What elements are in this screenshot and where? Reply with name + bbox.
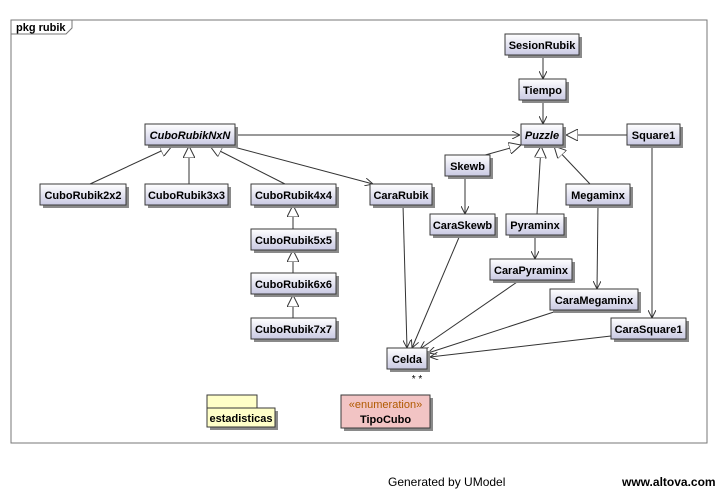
package-frame: pkg rubik: [10, 19, 708, 444]
class-pyraminx[interactable]: Pyraminx: [505, 213, 567, 238]
package-tab-label: pkg rubik: [16, 22, 66, 34]
class-cara-pyraminx-label: CaraPyraminx: [494, 265, 569, 277]
class-cubo-rubik-4x4[interactable]: CuboRubik4x4: [250, 183, 339, 208]
class-cubo-rubik-3x3[interactable]: CuboRubik3x3: [144, 183, 231, 208]
package-estadisticas-label: estadisticas: [210, 413, 273, 425]
edge-caramegaminx-celda: [428, 309, 561, 353]
gen-pyraminx-puzzle: [537, 146, 541, 215]
class-square1[interactable]: Square1: [626, 123, 683, 148]
class-cubo-rubik-2x2-label: CuboRubik2x2: [44, 190, 121, 202]
edge-cararubik-celda: [402, 204, 407, 348]
class-megaminx[interactable]: Megaminx: [565, 183, 633, 208]
edge-megaminx-caramegaminx: [597, 204, 598, 289]
class-tiempo-label: Tiempo: [523, 85, 562, 97]
class-cubo-rubik-6x6[interactable]: CuboRubik6x6: [250, 272, 339, 297]
edge-carasquare1-celda: [430, 335, 612, 357]
class-cara-rubik[interactable]: CaraRubik: [369, 183, 435, 208]
class-cara-pyraminx[interactable]: CaraPyraminx: [489, 258, 575, 283]
class-sesion-rubik-label: SesionRubik: [509, 40, 577, 52]
class-cara-square1[interactable]: CaraSquare1: [610, 317, 689, 342]
class-square1-label: Square1: [632, 130, 675, 142]
gen-megaminx-puzzle: [554, 146, 591, 185]
footer-generated: Generated by UModel: [388, 475, 506, 489]
class-cara-rubik-label: CaraRubik: [373, 190, 429, 202]
edge-caraskewb-celda: [412, 234, 461, 348]
class-cubo-rubik-5x5-label: CuboRubik5x5: [255, 235, 332, 247]
enum-name: TipoCubo: [360, 414, 411, 426]
class-cubo-rubik-6x6-label: CuboRubik6x6: [255, 279, 332, 291]
class-skewb-label: Skewb: [450, 161, 485, 173]
class-cubo-rubik-2x2[interactable]: CuboRubik2x2: [39, 183, 129, 208]
multiplicity-label: * *: [412, 374, 423, 385]
footer-site[interactable]: www.altova.com: [622, 475, 716, 489]
class-puzzle-label: Puzzle: [525, 130, 559, 142]
gen-2x2-nxn: [89, 146, 172, 185]
class-cara-skewb-label: CaraSkewb: [433, 220, 493, 232]
class-tiempo[interactable]: Tiempo: [518, 78, 569, 103]
class-skewb[interactable]: Skewb: [444, 154, 493, 179]
edges: [89, 57, 652, 357]
class-cubo-rubik-7x7-label: CuboRubik7x7: [255, 324, 332, 336]
class-cara-megaminx[interactable]: CaraMegaminx: [549, 288, 641, 313]
class-puzzle[interactable]: Puzzle: [520, 123, 566, 148]
enum-stereotype: «enumeration»: [349, 399, 422, 411]
class-cara-megaminx-label: CaraMegaminx: [555, 295, 634, 307]
class-cubo-rubik-4x4-label: CuboRubik4x4: [255, 190, 333, 202]
class-cara-skewb[interactable]: CaraSkewb: [429, 213, 498, 238]
class-pyraminx-label: Pyraminx: [510, 220, 560, 232]
edge-nxn-cararubik: [229, 145, 373, 184]
class-cubo-rubik-3x3-label: CuboRubik3x3: [148, 190, 225, 202]
class-cubo-rubik-7x7[interactable]: CuboRubik7x7: [250, 317, 339, 342]
class-celda-label: Celda: [392, 354, 423, 366]
class-sesion-rubik[interactable]: SesionRubik: [504, 33, 582, 58]
edge-carapyraminx-celda: [420, 279, 521, 349]
class-cubo-rubik-nxn-label: CuboRubikNxN: [150, 130, 232, 142]
class-cubo-rubik-5x5[interactable]: CuboRubik5x5: [250, 228, 339, 253]
enum-tipo-cubo[interactable]: «enumeration» TipoCubo: [340, 394, 433, 431]
class-cara-square1-label: CaraSquare1: [615, 324, 683, 336]
class-cubo-rubik-nxn[interactable]: CuboRubikNxN: [144, 123, 238, 148]
package-estadisticas[interactable]: estadisticas: [206, 394, 278, 430]
gen-4x4-nxn: [210, 146, 286, 185]
class-celda[interactable]: Celda: [386, 347, 430, 372]
class-megaminx-label: Megaminx: [571, 190, 626, 202]
